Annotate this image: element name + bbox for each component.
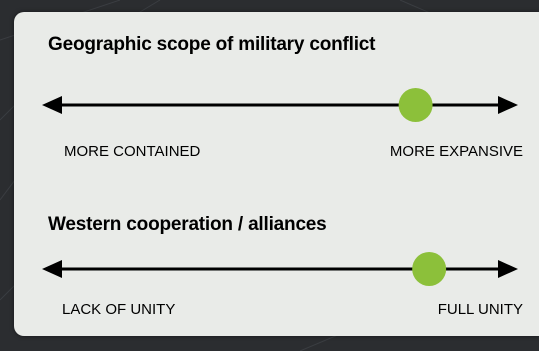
scale-1-slider (40, 85, 520, 125)
scale-1-marker (398, 88, 433, 122)
scale-2-marker (412, 252, 447, 286)
right-arrowhead-icon (498, 260, 518, 278)
scale-1-right-label: MORE EXPANSIVE (389, 143, 523, 160)
left-arrowhead-icon (42, 260, 62, 278)
right-arrowhead-icon (498, 96, 518, 114)
scales-panel (14, 12, 539, 336)
scale-1-left-label: MORE CONTAINED (64, 143, 201, 160)
scale-2-left-label: LACK OF UNITY (62, 301, 176, 318)
scale-1-title: Geographic scope of military conflict (48, 34, 376, 55)
scale-2-right-label: FULL UNITY (437, 301, 523, 318)
left-arrowhead-icon (42, 96, 62, 114)
scale-2-title: Western cooperation / alliances (48, 214, 327, 235)
scale-2-slider (40, 249, 520, 289)
